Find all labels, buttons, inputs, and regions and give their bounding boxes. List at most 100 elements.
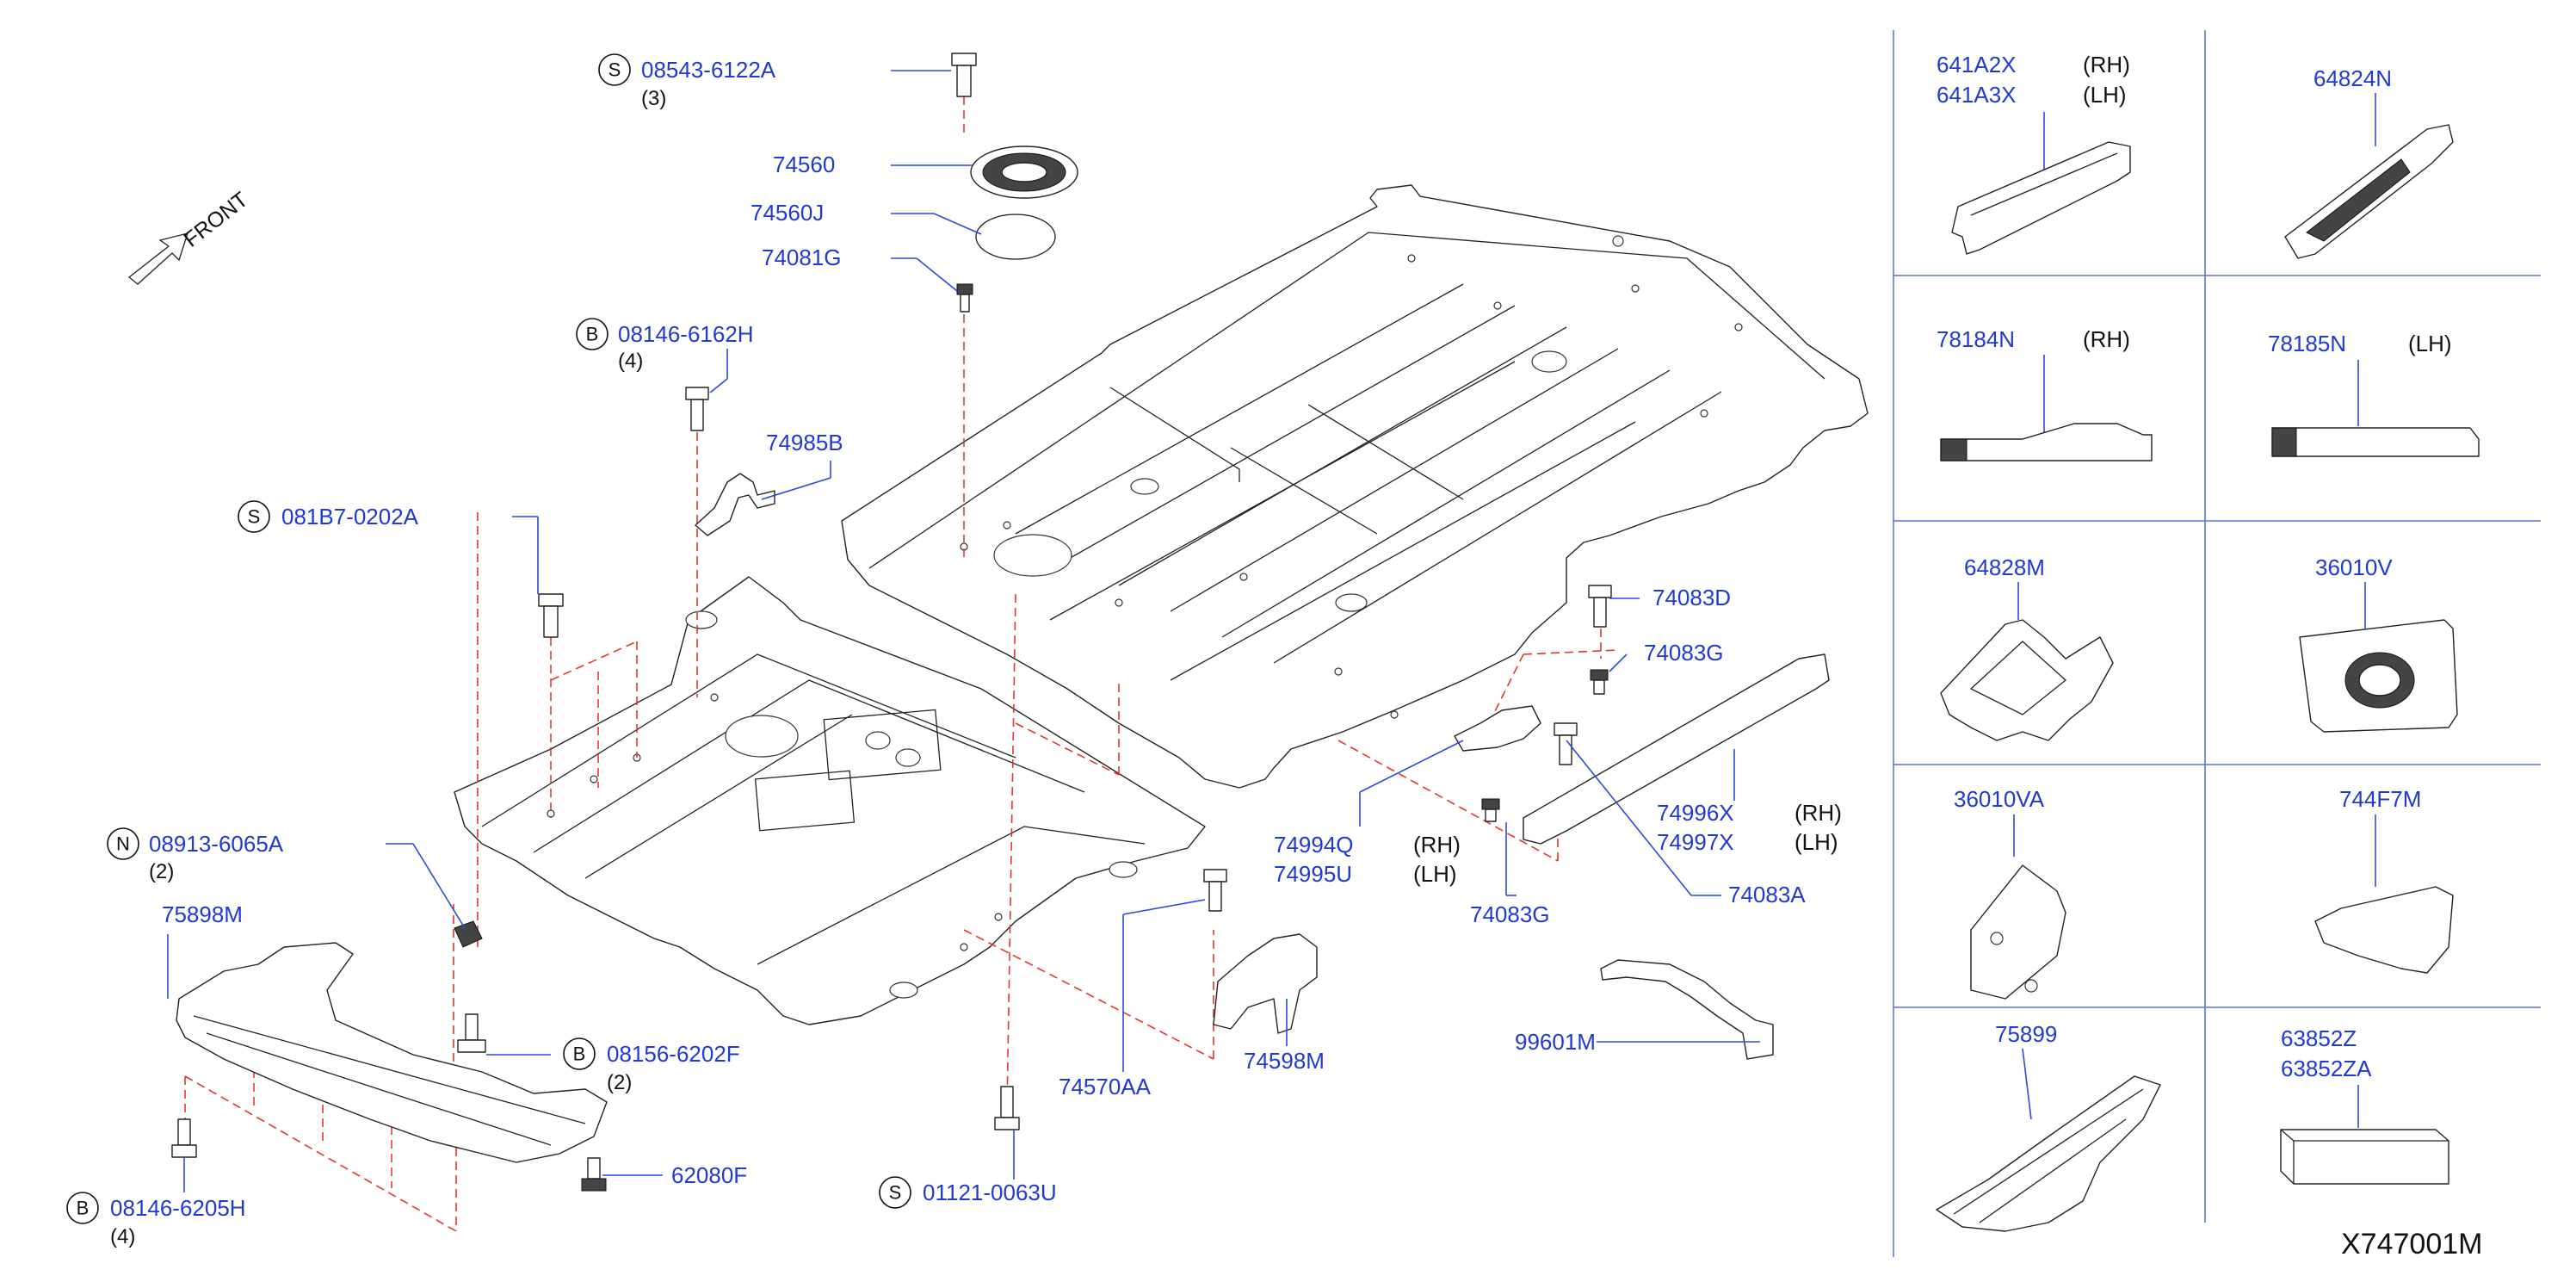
prefix-letter: B: [77, 1198, 90, 1219]
panel-grid: [1893, 30, 2541, 1257]
callout-74560J[interactable]: 74560J: [751, 200, 824, 226]
part-number: 744F7M: [2339, 786, 2421, 812]
bracket-icon: [1213, 933, 1318, 1034]
pad-icon: [2280, 1129, 2449, 1185]
leader-lines: [167, 70, 1760, 1192]
part-number: 62080F: [671, 1162, 747, 1188]
bolt-icon: [1554, 722, 1578, 765]
panel-36010VA[interactable]: 36010VA: [1954, 786, 2066, 1000]
panel-78185N[interactable]: 78185N (LH): [2268, 331, 2480, 457]
part-number: 74570AA: [1059, 1074, 1152, 1099]
clip-icon: [1590, 669, 1609, 695]
side-tag: (RH): [1413, 832, 1461, 858]
callout-08146-6205H[interactable]: B 08146-6205H (4): [66, 1192, 246, 1248]
side-tag: (LH): [2083, 82, 2127, 108]
bracket-icon: [695, 473, 775, 536]
callout-75898M[interactable]: 75898M: [162, 901, 243, 927]
callout-74083G-lower[interactable]: 74083G: [1470, 901, 1550, 927]
bracket-icon: [2314, 886, 2454, 974]
bolt-icon: [538, 593, 564, 638]
quantity: (2): [607, 1071, 632, 1094]
front-direction-indicator: FRONT: [127, 188, 253, 285]
callout-99601M[interactable]: 99601M: [1515, 1029, 1596, 1055]
part-number: 74081G: [762, 245, 842, 270]
callout-74985B[interactable]: 74985B: [766, 430, 843, 455]
panel-64828M[interactable]: 64828M: [1940, 554, 2114, 741]
callout-62080F[interactable]: 62080F: [671, 1162, 747, 1188]
prefix-letter: S: [248, 506, 261, 528]
callout-08146-6162H[interactable]: B 08146-6162H (4): [576, 318, 754, 373]
part-number: 36010V: [2315, 554, 2393, 580]
front-floor-panel: [454, 576, 1206, 1025]
callout-74570AA[interactable]: 74570AA: [1059, 1074, 1152, 1099]
callout-74083G-upper[interactable]: 74083G: [1644, 640, 1724, 666]
callout-74994Q-74995U[interactable]: 74994Q (RH) 74995U (LH): [1274, 832, 1461, 887]
part-number: 74996X: [1657, 800, 1734, 826]
callout-74598M[interactable]: 74598M: [1244, 1048, 1325, 1074]
bolt-icon: [685, 387, 709, 431]
part-number: 08543-6122A: [641, 57, 776, 83]
prefix-badge: [598, 53, 631, 86]
bracket-icon: [1940, 619, 2114, 741]
bolt-icon: [994, 1086, 1020, 1130]
clip-icon: [581, 1157, 607, 1192]
panel-78184N[interactable]: 78184N (RH): [1937, 326, 2153, 461]
part-number: 08156-6202F: [607, 1041, 740, 1067]
callout-081B7-0202A[interactable]: S 081B7-0202A: [238, 500, 419, 533]
part-labels: S 08543-6122A (3) 74560 74560J 74081G B …: [66, 53, 1842, 1248]
bolt-icon: [951, 53, 977, 97]
clip-icon: [1481, 798, 1500, 822]
panel-36010V[interactable]: 36010V: [2299, 554, 2458, 733]
panel-64824N[interactable]: 64824N: [2284, 65, 2454, 259]
part-number: 63852Z: [2281, 1025, 2357, 1051]
part-number: 74083A: [1728, 882, 1806, 907]
part-number: 08146-6205H: [110, 1195, 246, 1221]
callout-74083A[interactable]: 74083A: [1728, 882, 1806, 907]
part-number: 08913-6065A: [149, 831, 284, 857]
bracket-icon: [1970, 864, 2066, 1000]
bolt-icon: [171, 1118, 197, 1158]
side-rail-icon: [1523, 653, 1830, 845]
callout-74996X-74997X[interactable]: 74996X (RH) 74997X (LH): [1657, 800, 1842, 855]
callout-74083D[interactable]: 74083D: [1652, 585, 1731, 610]
part-number: 36010VA: [1954, 786, 2045, 812]
quantity: (4): [618, 350, 643, 373]
part-number: 63852ZA: [2281, 1056, 2372, 1081]
clip-icon: [956, 283, 973, 313]
prefix-badge: [879, 1176, 911, 1209]
part-number: 64828M: [1964, 554, 2045, 580]
callout-74560[interactable]: 74560: [773, 152, 835, 177]
panel-641A2X[interactable]: 641A2X (RH) 641A3X (LH): [1937, 52, 2131, 255]
rail-icon: [1940, 423, 2153, 461]
hardware-drawings: [171, 53, 1830, 1192]
bolt-icon: [457, 1013, 486, 1053]
part-number: 74994Q: [1274, 832, 1354, 858]
prefix-letter: N: [116, 833, 130, 855]
callout-08913-6065A[interactable]: N 08913-6065A (2): [107, 827, 284, 883]
callout-01121-0063U[interactable]: S 01121-0063U: [879, 1176, 1057, 1209]
prefix-letter: B: [573, 1044, 586, 1065]
bolt-icon: [1203, 869, 1227, 912]
part-number: 74083D: [1652, 585, 1731, 610]
bracket-icon: [1951, 141, 2131, 255]
side-tag: (LH): [1413, 861, 1457, 887]
panel-744F7M[interactable]: 744F7M: [2314, 786, 2454, 974]
callout-74081G[interactable]: 74081G: [762, 245, 842, 270]
callout-08156-6202F[interactable]: B 08156-6202F (2): [563, 1037, 740, 1094]
prefix-badge: [563, 1037, 596, 1070]
bolt-icon: [1588, 585, 1612, 628]
quantity: (2): [149, 860, 174, 883]
prefix-badge: [66, 1192, 99, 1224]
part-number: 99601M: [1515, 1029, 1596, 1055]
part-number: 74995U: [1274, 861, 1352, 887]
callout-08543-6122A[interactable]: S 08543-6122A (3): [598, 53, 776, 110]
panel-75899[interactable]: 75899: [1936, 1021, 2161, 1232]
panel-63852Z[interactable]: 63852Z 63852ZA: [2280, 1025, 2449, 1185]
strap-icon: [1600, 959, 1774, 1060]
side-tag: (RH): [1795, 800, 1842, 826]
prefix-badge: [107, 827, 139, 860]
part-number: 08146-6162H: [618, 321, 754, 347]
related-parts-panels: 641A2X (RH) 641A3X (LH) 64824N 78184N (R…: [1936, 52, 2480, 1232]
